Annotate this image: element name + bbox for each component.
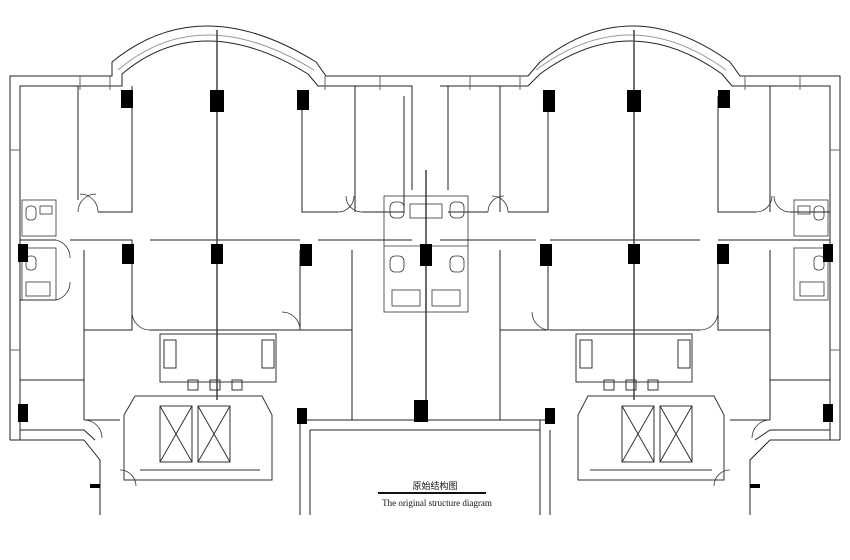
column [627, 90, 641, 112]
structural-axes [216, 30, 635, 420]
column [628, 244, 640, 264]
column [823, 404, 833, 422]
window-lines [10, 76, 840, 351]
column [414, 400, 428, 422]
column [717, 244, 729, 264]
column [122, 244, 134, 264]
column [121, 90, 133, 108]
column [297, 90, 309, 110]
structural-columns [18, 90, 833, 488]
core-left [123, 333, 277, 481]
column [18, 244, 28, 262]
column [420, 244, 432, 266]
core-right [575, 333, 725, 481]
column [211, 244, 223, 264]
column [545, 408, 555, 424]
column [297, 408, 307, 424]
bathroom-right [793, 199, 829, 301]
column [90, 484, 100, 488]
column [750, 484, 760, 488]
column [18, 404, 28, 422]
bathroom-left [21, 199, 57, 301]
column [718, 90, 730, 108]
column [300, 244, 312, 266]
column [823, 244, 833, 262]
diagram-caption-chinese: 原始结构图 [412, 482, 458, 492]
column [540, 244, 552, 266]
caption-underline [378, 492, 486, 494]
door-swings [55, 193, 791, 487]
column [210, 90, 224, 112]
column [543, 90, 555, 112]
diagram-caption-english: The original structure diagram [382, 498, 492, 508]
outer-wall [9, 25, 841, 515]
